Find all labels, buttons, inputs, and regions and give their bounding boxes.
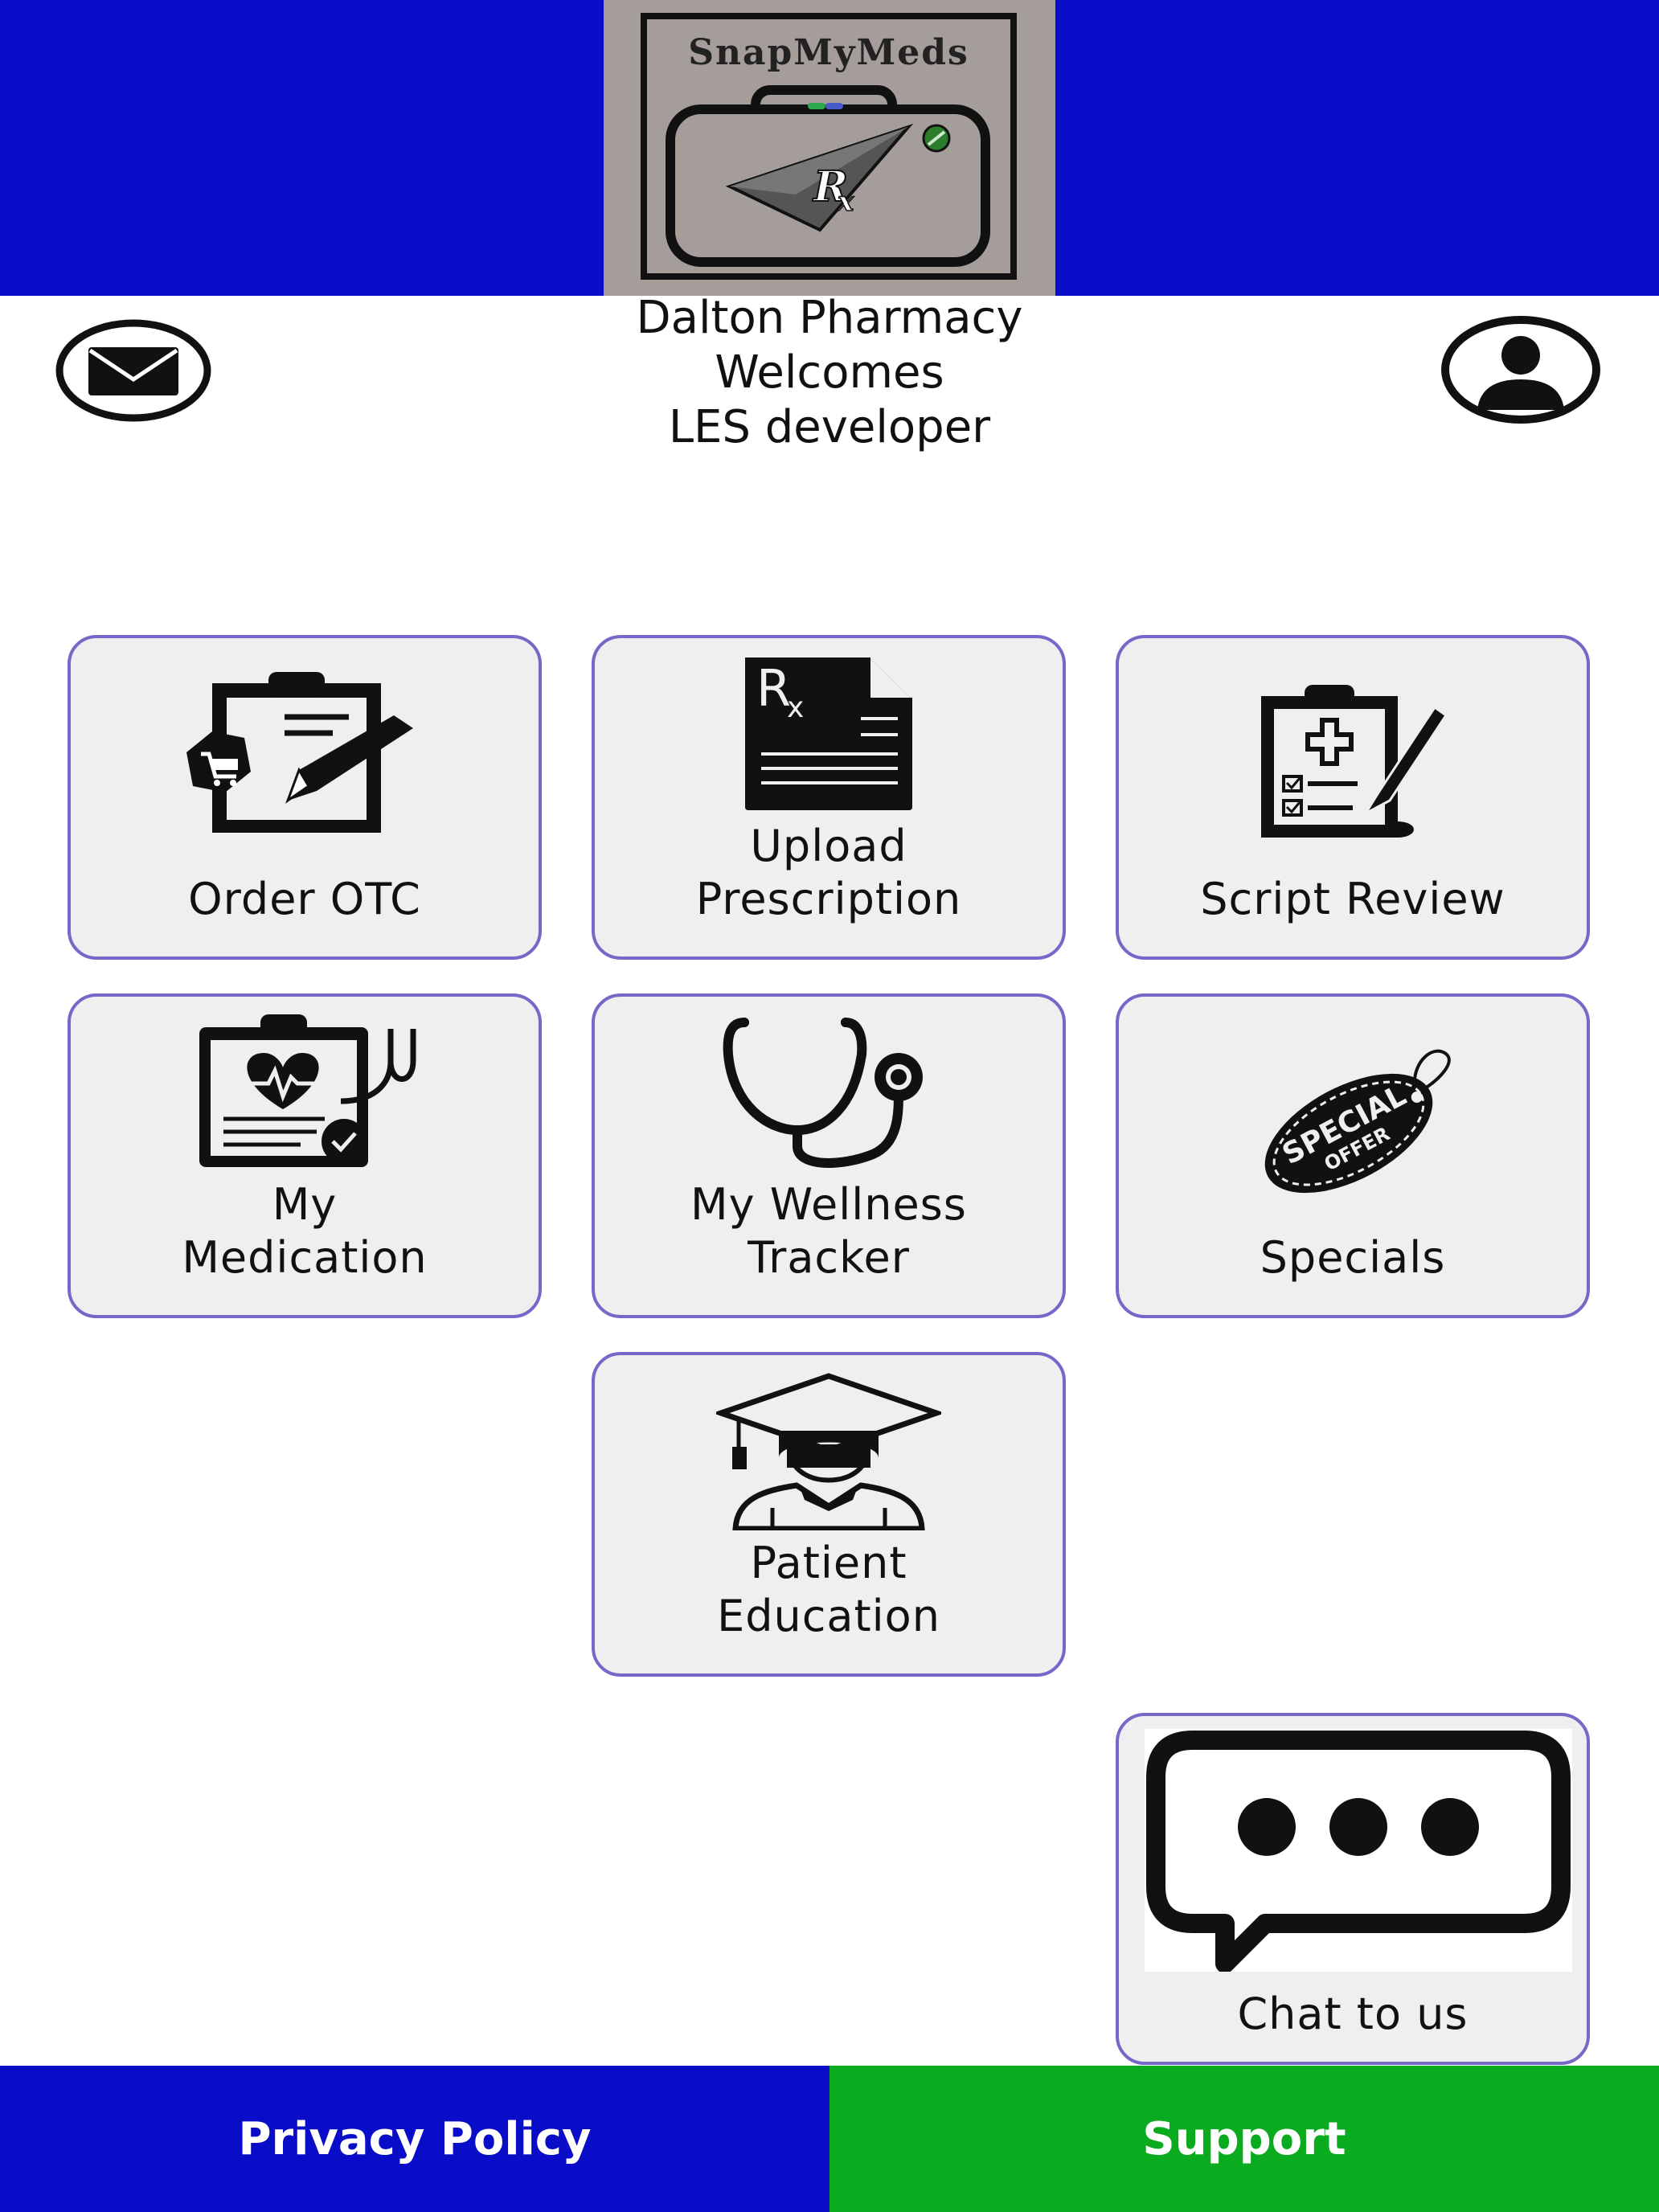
tile-label: Order OTC	[188, 874, 421, 924]
pharmacy-name: Dalton Pharmacy	[636, 292, 1023, 344]
svg-text:R: R	[812, 162, 848, 211]
tile-label: Upload Prescription	[695, 821, 962, 924]
medical-clipboard-checklist-icon	[1261, 685, 1448, 838]
tile-label: My Medication	[182, 1179, 428, 1283]
patient-education-button[interactable]: Patient Education	[592, 1352, 1066, 1677]
graduate-icon	[716, 1373, 941, 1530]
script-review-button[interactable]: Script Review	[1116, 635, 1590, 960]
tile-label: Script Review	[1200, 874, 1505, 924]
svg-text:x: x	[837, 186, 854, 218]
rx-document-icon: R x	[745, 657, 912, 810]
tile-label: Chat to us	[1237, 1989, 1469, 2039]
chat-art	[1145, 1729, 1572, 1973]
welcome-word: Welcomes	[715, 346, 944, 399]
tile-label: My Wellness Tracker	[690, 1179, 967, 1283]
tile-label: Patient Education	[717, 1538, 940, 1641]
privacy-policy-button[interactable]: Privacy Policy	[0, 2066, 830, 2212]
heart-clipboard-stethoscope-icon	[199, 1014, 416, 1167]
user-name: LES developer	[668, 401, 991, 453]
stethoscope-icon	[723, 1018, 923, 1168]
my-medication-button[interactable]: My Medication	[68, 993, 542, 1318]
clipboard-cart-icon	[186, 672, 413, 833]
logo-text: SnapMyMeds	[688, 32, 969, 73]
specials-button[interactable]: SPECIAL OFFER Specials	[1116, 993, 1590, 1318]
chat-to-us-button[interactable]: Chat to us	[1116, 1713, 1590, 2065]
user-profile-icon[interactable]	[1440, 315, 1601, 424]
svg-text:x: x	[787, 691, 804, 724]
svg-text:R: R	[756, 659, 791, 718]
logo-frame	[641, 13, 1017, 280]
upload-prescription-button[interactable]: R x Upload Prescription	[592, 635, 1066, 960]
support-button[interactable]: Support	[830, 2066, 1659, 2212]
chat-bubble-icon	[1146, 1731, 1571, 1973]
order-otc-button[interactable]: Order OTC	[68, 635, 542, 960]
special-offer-tag-icon: SPECIAL OFFER	[1264, 1049, 1451, 1194]
my-wellness-tracker-button[interactable]: My Wellness Tracker	[592, 993, 1066, 1318]
welcome-message: Dalton Pharmacy Welcomes LES developer	[428, 291, 1231, 455]
tile-label: Specials	[1260, 1232, 1446, 1283]
mail-icon[interactable]	[55, 318, 212, 423]
medical-bag-rx-icon: R x	[666, 85, 990, 267]
